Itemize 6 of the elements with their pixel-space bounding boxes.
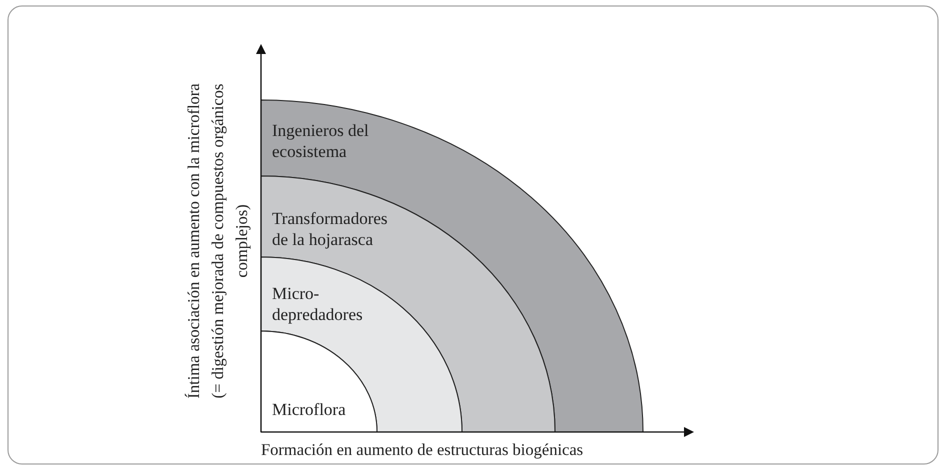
band-label: Micro- depredadores	[272, 283, 364, 325]
band-label: Ingenieros del ecosistema	[272, 120, 370, 162]
x-axis-title: Formación en aumento de estructuras biogénicas	[261, 440, 584, 460]
band-label: Transformadores de la hojarasca	[272, 208, 389, 250]
y-axis-title: Íntima asociación en aumento con la microflora (= digestión mejorada de compuestos orgánicos complejos)	[183, 82, 252, 401]
band-label: Microflora	[272, 399, 347, 420]
